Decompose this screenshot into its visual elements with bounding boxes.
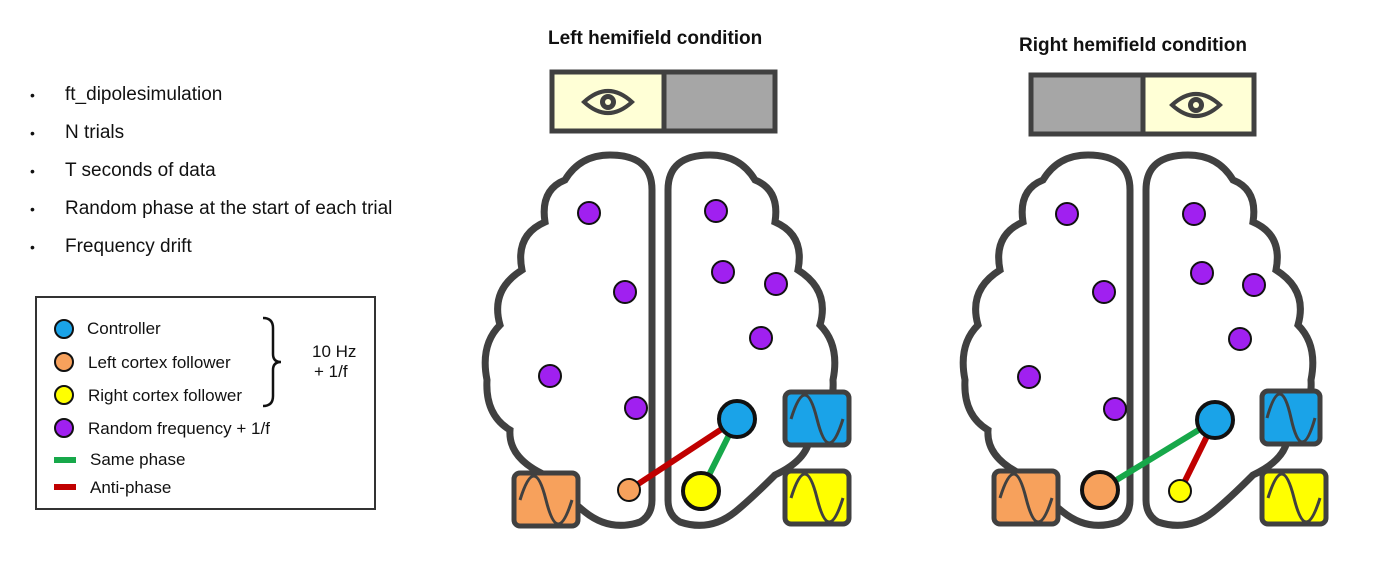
random-source <box>1228 327 1252 351</box>
random-source <box>538 364 562 388</box>
left-condition-panel <box>485 69 852 529</box>
legend-label-anti-phase: Anti-phase <box>90 478 172 497</box>
left-follower-source <box>1080 470 1120 510</box>
legend-label-controller: Controller <box>87 319 161 338</box>
left-hemisphere <box>485 155 652 525</box>
sine-wave-icon <box>782 468 852 527</box>
random-source <box>613 280 637 304</box>
sine-wave-icon <box>1259 388 1323 447</box>
bullet-item: •ft_dipolesimulation <box>30 84 223 105</box>
sine-wave-icon <box>782 389 852 448</box>
method-bullet-list: •ft_dipolesimulation •N trials •T second… <box>30 82 392 272</box>
eye-icon <box>1169 92 1223 118</box>
random-source <box>1103 397 1127 421</box>
bullet-item: •N trials <box>30 122 125 143</box>
right-follower-source <box>681 471 721 511</box>
random-source <box>704 199 728 223</box>
sine-wave-icon <box>511 470 581 529</box>
random-legend-dot <box>54 418 74 438</box>
random-source <box>1182 202 1206 226</box>
random-source <box>711 260 735 284</box>
bullet-item: •Frequency drift <box>30 236 192 257</box>
random-source <box>624 396 648 420</box>
legend-label-right-follower: Right cortex follower <box>88 386 243 405</box>
unattended-field-left <box>1028 72 1146 137</box>
controller-source <box>717 399 757 439</box>
random-source <box>1190 261 1214 285</box>
bracket-label-frequency: 10 Hz <box>312 342 357 361</box>
same-phase-legend-line <box>54 457 76 463</box>
anti-phase-link <box>627 416 739 493</box>
right-follower-legend-dot <box>54 385 74 405</box>
left-follower-source <box>617 478 641 502</box>
controller-legend-dot <box>54 319 74 339</box>
legend-label-same-phase: Same phase <box>90 450 186 469</box>
unattended-field-right <box>661 69 778 134</box>
right-follower-source <box>1168 479 1192 503</box>
random-source <box>1242 273 1266 297</box>
bullet-item: •T seconds of data <box>30 160 216 181</box>
legend-label-random: Random frequency + 1/f <box>88 419 270 438</box>
random-source <box>1055 202 1079 226</box>
left-condition-title: Left hemifield condition <box>548 28 763 49</box>
right-condition-title: Right hemifield condition <box>1019 35 1247 56</box>
sine-wave-icon <box>1259 468 1329 527</box>
random-source <box>577 201 601 225</box>
controller-source <box>1195 400 1235 440</box>
bullet-item: •Random phase at the start of each trial <box>30 198 393 219</box>
legend-bracket <box>262 316 282 408</box>
legend-label-left-follower: Left cortex follower <box>88 353 231 372</box>
random-source <box>1092 280 1116 304</box>
legend-box: Controller Left cortex follower Right co… <box>35 296 376 510</box>
anti-phase-legend-line <box>54 484 76 490</box>
bracket-label-noise: + 1/f <box>314 362 348 381</box>
same-phase-link <box>1098 417 1217 493</box>
random-source <box>764 272 788 296</box>
random-source <box>1017 365 1041 389</box>
eye-icon <box>581 89 635 115</box>
left-follower-legend-dot <box>54 352 74 372</box>
random-source <box>749 326 773 350</box>
sine-wave-icon <box>991 468 1061 527</box>
right-condition-panel <box>963 72 1329 527</box>
